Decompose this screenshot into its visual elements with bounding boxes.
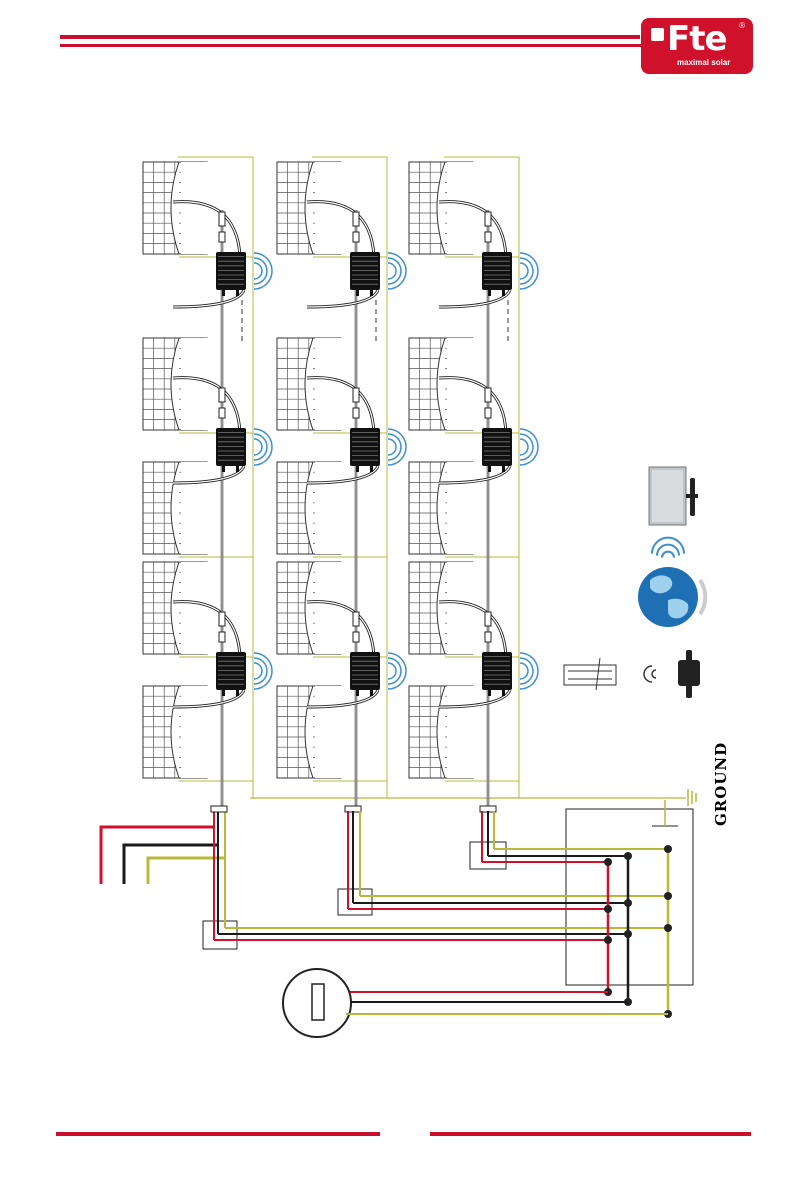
panel-cable — [173, 290, 244, 307]
connector-icon — [485, 232, 491, 242]
connector-icon — [485, 408, 491, 418]
ac-wire — [124, 845, 218, 884]
connector-icon — [485, 612, 491, 626]
wireless-signal-icon — [388, 653, 406, 689]
connector-icon — [353, 232, 359, 242]
solar-panel-icon — [277, 162, 343, 254]
connector-icon — [353, 388, 359, 402]
solar-panel-icon — [277, 338, 343, 430]
solar-panel-icon — [143, 686, 209, 778]
microinverter-icon — [482, 252, 512, 296]
wireless-signal-icon — [652, 538, 684, 558]
solar-panel-icon — [143, 338, 209, 430]
solar-panel-icon — [409, 686, 475, 778]
connector-icon — [485, 632, 491, 642]
connector-icon — [485, 212, 491, 226]
connector-icon — [353, 212, 359, 226]
monitor-icon — [649, 467, 698, 525]
connector-icon — [219, 408, 225, 418]
connector-icon — [353, 612, 359, 626]
wireless-signal-icon — [644, 666, 656, 682]
solar-panel-icon — [409, 562, 475, 654]
junction-dot — [604, 905, 612, 913]
connector-icon — [219, 612, 225, 626]
wireless-signal-icon — [520, 653, 538, 689]
microinverter-icon — [350, 428, 380, 472]
microinverter-icon — [350, 652, 380, 696]
connector-icon — [219, 388, 225, 402]
solar-panel-icon — [143, 162, 209, 254]
solar-panel-icon — [143, 462, 209, 554]
junction-dot — [624, 899, 632, 907]
globe-icon — [638, 567, 705, 627]
ac-wire — [101, 827, 214, 884]
gateway-icon — [678, 650, 700, 698]
connector-icon — [219, 232, 225, 242]
connector-icon — [353, 632, 359, 642]
ground-label: GROUND — [712, 742, 730, 826]
junction-dot — [604, 858, 612, 866]
panel-cable — [439, 290, 510, 307]
microinverter-icon — [482, 428, 512, 472]
router-icon — [564, 658, 616, 690]
wireless-signal-icon — [254, 429, 272, 465]
junction-dot — [664, 845, 672, 853]
solar-panel-icon — [409, 162, 475, 254]
wireless-signal-icon — [388, 429, 406, 465]
panel-cable — [307, 290, 378, 307]
microinverter-icon — [350, 252, 380, 296]
utility-meter-icon — [283, 969, 351, 1037]
footer-rule-left — [56, 1132, 380, 1136]
ground-symbol-icon — [688, 789, 696, 806]
junction-dot — [624, 930, 632, 938]
wireless-signal-icon — [520, 429, 538, 465]
solar-panel-icon — [409, 462, 475, 554]
connector-icon — [485, 388, 491, 402]
solar-panel-icon — [143, 562, 209, 654]
wireless-signal-icon — [520, 253, 538, 289]
connector-icon — [219, 212, 225, 226]
connector-icon — [219, 632, 225, 642]
microinverter-icon — [216, 428, 246, 472]
wireless-signal-icon — [254, 653, 272, 689]
microinverter-icon — [482, 652, 512, 696]
connector-icon — [353, 408, 359, 418]
junction-dot — [624, 852, 632, 860]
solar-panel-icon — [277, 562, 343, 654]
junction-dot — [604, 936, 612, 944]
wireless-signal-icon — [388, 253, 406, 289]
junction-dot — [664, 892, 672, 900]
cable-end-icon — [211, 806, 227, 812]
solar-panel-icon — [277, 462, 343, 554]
footer-rule-right — [430, 1132, 751, 1136]
solar-panel-icon — [409, 338, 475, 430]
solar-panel-icon — [277, 686, 343, 778]
wireless-signal-icon — [254, 253, 272, 289]
microinverter-icon — [216, 652, 246, 696]
junction-dot — [664, 924, 672, 932]
microinverter-icon — [216, 252, 246, 296]
